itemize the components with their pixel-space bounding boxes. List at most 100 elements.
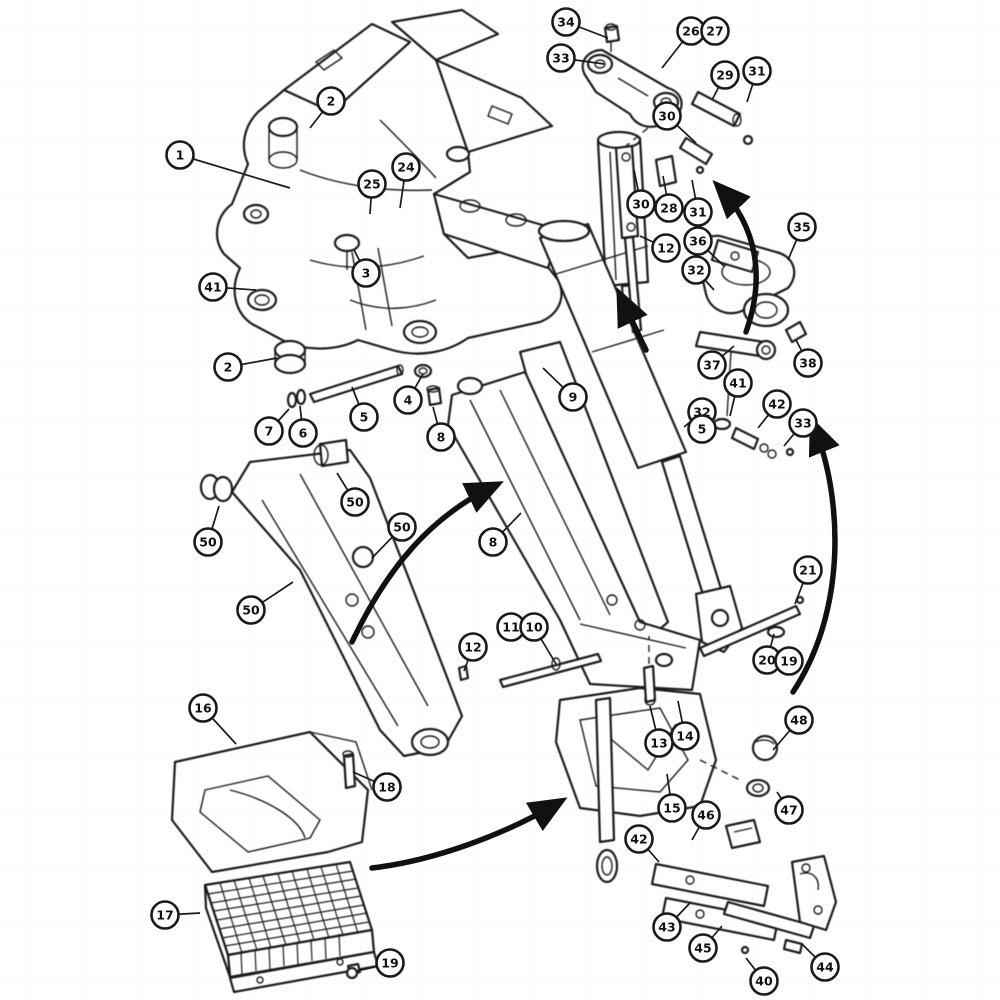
balloon-number: 4 <box>404 393 413 408</box>
balloon-circle <box>236 595 266 625</box>
balloon-number: 30 <box>658 109 676 124</box>
balloon-number: 15 <box>663 801 680 816</box>
balloon-circle <box>188 693 218 723</box>
balloon-number: 32 <box>687 263 704 278</box>
balloon-number: 3 <box>362 266 371 281</box>
balloon-number: 8 <box>437 430 446 445</box>
callout-50: 50 <box>371 512 417 559</box>
balloon-number: 20 <box>758 653 776 668</box>
balloon-number: 30 <box>632 197 650 212</box>
balloon-number: 13 <box>650 736 667 751</box>
callout-43: 43 <box>652 902 691 942</box>
balloon-number: 36 <box>689 234 707 249</box>
balloon-circle <box>558 382 588 412</box>
callout-41: 41 <box>723 368 753 417</box>
callout-19: 19 <box>774 646 804 676</box>
balloon-number: 6 <box>299 426 308 441</box>
balloon-circle <box>774 646 804 676</box>
balloon-number: 31 <box>748 64 765 79</box>
balloon-number: 2 <box>327 94 336 109</box>
balloon-number: 17 <box>156 908 173 923</box>
balloon-number: 35 <box>793 220 810 235</box>
callout-34: 34 <box>551 7 609 39</box>
callout-8: 8 <box>478 512 522 557</box>
balloon-circle <box>683 197 713 227</box>
callout-13: 13 <box>644 705 674 758</box>
callout-12: 12 <box>639 233 681 263</box>
bottom-flow-arrow <box>369 797 568 871</box>
balloon-number: 5 <box>360 410 369 425</box>
balloon-number: 25 <box>363 177 380 192</box>
balloon-number: 27 <box>706 24 723 39</box>
callout-30: 30 <box>626 169 656 219</box>
oil-cooler-part <box>203 860 380 994</box>
balloon-number: 24 <box>397 160 415 175</box>
balloon-circle <box>810 952 840 982</box>
callout-15: 15 <box>657 773 687 823</box>
callout-44: 44 <box>801 943 840 982</box>
balloon-circle <box>150 900 180 930</box>
balloon-circle <box>393 385 423 415</box>
balloon-circle <box>742 56 772 86</box>
balloon-circle <box>519 612 549 642</box>
callout-32: 32 <box>681 255 715 291</box>
balloon-number: 2 <box>224 360 233 375</box>
balloon-circle <box>670 721 700 751</box>
callout-16: 16 <box>188 693 237 745</box>
balloon-number: 50 <box>242 603 260 618</box>
callout-50: 50 <box>336 472 370 517</box>
balloon-number: 11 <box>502 620 519 635</box>
balloon-number: 40 <box>755 974 773 989</box>
callout-47: 47 <box>774 791 804 825</box>
balloon-circle <box>787 212 817 242</box>
balloon-circle <box>357 169 387 199</box>
balloon-circle <box>165 140 195 170</box>
swing-frame-casting-part <box>215 8 563 355</box>
callout-33: 33 <box>546 43 605 73</box>
callout-42: 42 <box>624 824 660 863</box>
balloon-number: 50 <box>346 495 364 510</box>
balloon-circle <box>687 414 717 444</box>
callout-4: 4 <box>393 373 424 415</box>
balloon-number: 34 <box>557 15 575 30</box>
balloon-circle <box>478 527 508 557</box>
callout-28: 28 <box>654 175 684 223</box>
callout-29: 29 <box>710 60 740 101</box>
balloon-number: 26 <box>682 24 700 39</box>
balloon-number: 42 <box>630 832 647 847</box>
balloon-number: 45 <box>694 941 711 956</box>
callout-31: 31 <box>742 56 772 103</box>
callout-38: 38 <box>793 339 823 378</box>
callout-50: 50 <box>193 505 223 557</box>
balloon-number: 19 <box>780 654 797 669</box>
balloon-number: 29 <box>716 68 733 83</box>
balloon-circle <box>458 632 488 662</box>
right-long-flow-arrow <box>790 415 840 695</box>
callout-48: 48 <box>772 705 814 751</box>
callout-24: 24 <box>391 152 421 209</box>
balloon-circle <box>723 368 753 398</box>
balloon-circle <box>351 258 381 288</box>
balloon-circle <box>762 389 792 419</box>
callout-41: 41 <box>198 272 257 302</box>
balloon-circle <box>710 60 740 90</box>
balloon-number: 37 <box>703 358 720 373</box>
callout-11: 11 <box>496 612 526 642</box>
balloon-number: 28 <box>660 201 677 216</box>
balloon-number: 43 <box>658 920 675 935</box>
lower-latch-assembly-part <box>554 636 838 955</box>
balloon-circle <box>387 512 417 542</box>
balloon-circle <box>652 101 682 131</box>
callout-45: 45 <box>688 925 723 963</box>
balloon-circle <box>624 824 654 854</box>
callout-9: 9 <box>542 367 588 412</box>
callout-50: 50 <box>236 581 294 625</box>
callout-33: 33 <box>783 408 818 447</box>
callout-26: 26 <box>661 16 706 69</box>
balloon-circle <box>688 933 718 963</box>
balloon-circle <box>654 193 684 223</box>
balloon-circle <box>551 7 581 37</box>
balloon-circle <box>426 422 456 452</box>
